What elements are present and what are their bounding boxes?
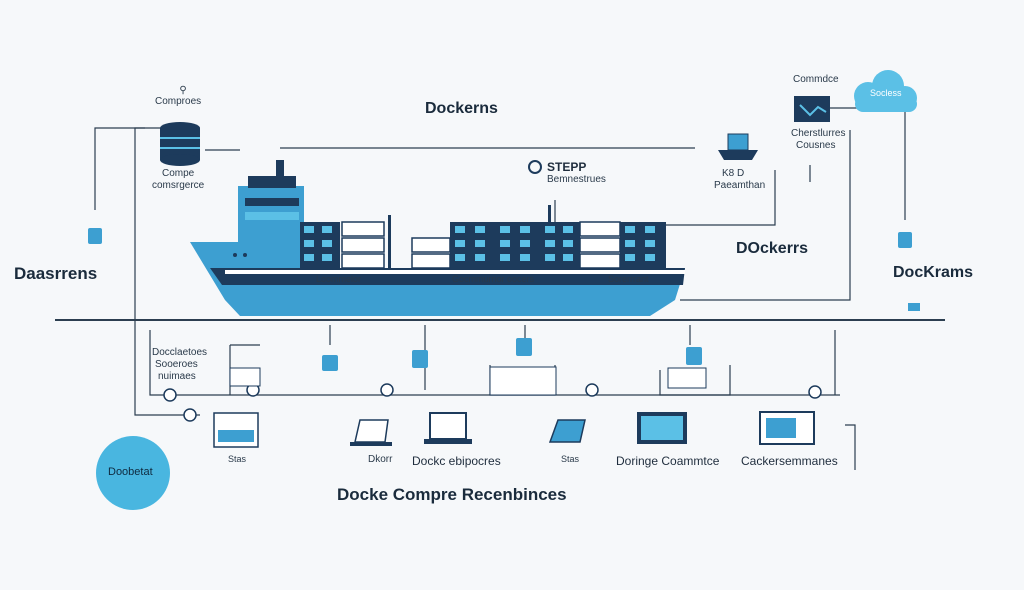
connector-nodes [163,383,822,422]
commodce-sub-2: Cousnes [796,140,836,151]
tag-icons [88,228,912,371]
mail-icon [794,96,830,122]
bottom-title: Docke Compre Recenbinces [337,485,567,504]
bottom-item-1: Stas [228,454,247,464]
circle-label: Doobetat [108,466,153,478]
right-heading-far: DocKrams [893,264,974,281]
step-title: STEPP [547,160,587,174]
side-note-2: Sooeroes [155,359,198,370]
commodce-sub-1: Cherstlurres [791,128,846,139]
db-label-bottom-2: comsrgerce [152,180,205,191]
bottom-item-2: Dkorr [368,454,393,465]
left-heading: Daasrrens [14,264,98,283]
database-icon [160,122,200,166]
cloud-icon [854,70,917,112]
cloud-label: Socless [870,88,902,98]
bottom-item-5: Doringe Coammtce [616,454,720,468]
db-label-bottom-1: Compe [162,168,195,179]
right-ship-sub-1: K8 D [722,168,745,179]
bottom-item-6: Cackersemmanes [741,454,838,468]
pin-icon: ⚲ [179,85,186,96]
bottom-item-3: Dockc ebipocres [412,454,501,468]
ship-label-left: Loommelor [316,274,362,284]
right-heading-mid: DOckerrs [736,240,809,257]
small-ship-icon [718,133,758,160]
commodce-title: Commdce [793,74,839,85]
bottom-devices [213,411,815,448]
side-note-3: nuimaes [158,371,196,382]
docker-circle [96,436,170,510]
side-panels [229,303,920,396]
ship-label-right: Sorerrrant [608,274,649,284]
container-ship [190,160,685,316]
right-ship-sub-2: Paeamthan [714,180,766,191]
ship-label-mid: Gocmmurnor oocers [452,274,535,284]
db-label-top: Comproes [155,96,202,107]
bottom-item-4: Stas [561,454,580,464]
step-sub: Bemnestrues [547,174,606,185]
search-icon [528,160,542,174]
side-note-1: Docclaetoes [152,347,208,358]
page-title: Dockerns [425,100,498,117]
